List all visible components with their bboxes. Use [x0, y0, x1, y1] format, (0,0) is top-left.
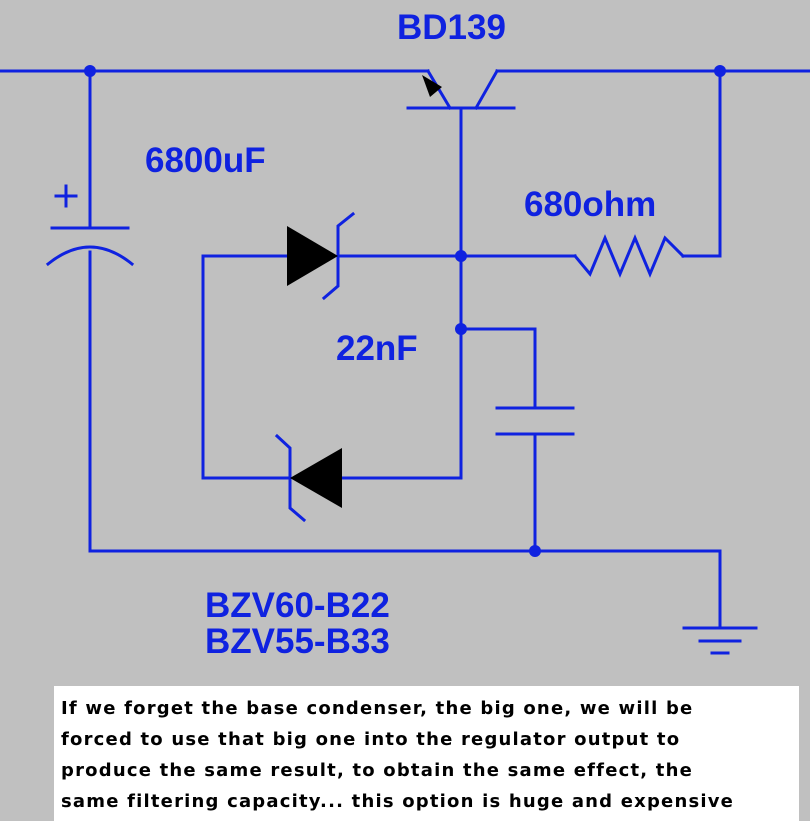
note-line: produce the same result, to obtain the s…: [61, 760, 694, 781]
zener-top-triangle: [287, 226, 338, 286]
junction-dot: [84, 65, 96, 77]
junction-dot: [714, 65, 726, 77]
explanation-note: If we forget the base condenser, the big…: [54, 686, 799, 821]
junction-dot: [455, 250, 467, 262]
note-line: forced to use that big one into the regu…: [61, 729, 681, 750]
transistor-collector-lead: [473, 68, 500, 111]
note-line: same filtering capacity... this option i…: [61, 791, 735, 812]
label-zener-1: BZV60-B22: [205, 586, 390, 625]
label-resistor: 680ohm: [524, 185, 657, 224]
zener-bottom-triangle: [290, 448, 342, 508]
resistor-zigzag: [572, 234, 686, 278]
transistor-emitter-arrow: [422, 75, 442, 97]
junction-dot: [455, 323, 467, 335]
label-zener-2: BZV55-B33: [205, 622, 390, 661]
note-line: If we forget the base condenser, the big…: [61, 698, 694, 719]
label-transistor: BD139: [397, 8, 506, 47]
label-capacitor-big: 6800uF: [145, 141, 266, 180]
junction-dot: [529, 545, 541, 557]
capacitor-big-plate-bottom: [45, 245, 135, 267]
label-capacitor-small: 22nF: [336, 329, 418, 368]
